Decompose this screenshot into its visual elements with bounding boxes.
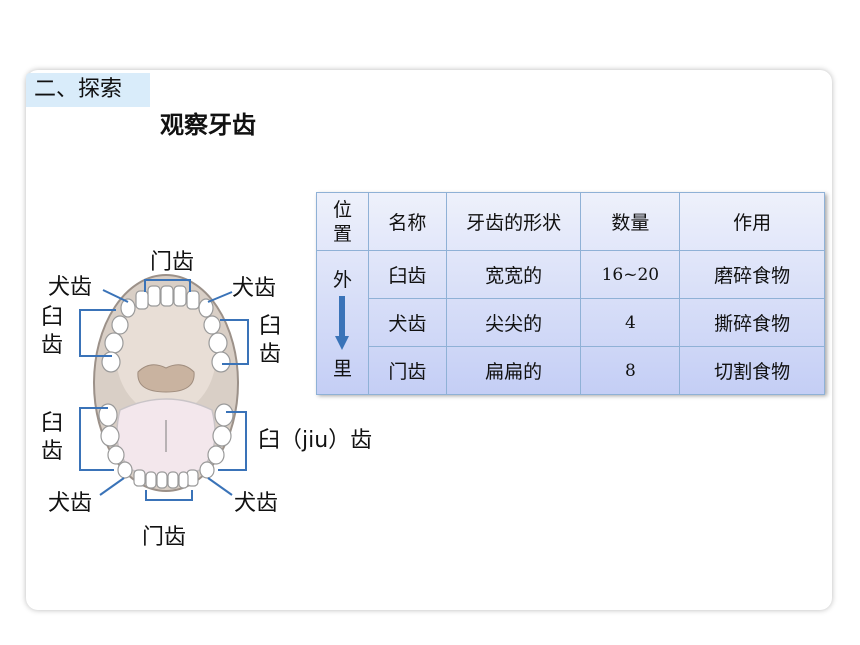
cell-shape: 宽宽的 — [445, 250, 582, 299]
cell-function: 撕碎食物 — [679, 298, 825, 347]
cell-count: 16~20 — [580, 250, 681, 299]
header-shape: 牙齿的形状 — [445, 192, 582, 251]
header-position-char-2: 置 — [332, 222, 352, 245]
label-upper-left-canine: 犬齿 — [48, 275, 93, 300]
label-lower-left-molar: 臼齿 — [40, 411, 63, 464]
upper-teeth — [101, 285, 231, 373]
table-row: 外 里 臼齿 宽宽的 16~20 磨碎食物 — [316, 250, 825, 395]
header-position-char-1: 位 — [332, 198, 352, 221]
label-upper-right-molar: 臼齿 — [258, 314, 281, 367]
header-count: 数量 — [580, 192, 681, 251]
lower-teeth — [98, 403, 234, 489]
cell-name: 门齿 — [367, 346, 447, 395]
cell-count: 4 — [580, 298, 681, 347]
palate — [116, 295, 216, 415]
label-lower-right-canine: 犬齿 — [234, 491, 279, 516]
header-function: 作用 — [679, 192, 825, 251]
teeth-table: 位 置 名称 牙齿的形状 数量 作用 外 里 臼齿 宽宽的 16~20 磨碎食物 — [316, 192, 825, 395]
page-title: 观察牙齿 — [160, 111, 256, 139]
uvula — [137, 364, 195, 393]
position-outer: 外 — [332, 268, 352, 291]
cell-function: 切割食物 — [679, 346, 825, 395]
position-cell: 外 里 — [316, 250, 369, 395]
cell-shape: 扁扁的 — [445, 346, 582, 395]
table-row: 犬齿 尖尖的 4 撕碎食物 — [317, 298, 825, 347]
cell-name: 犬齿 — [367, 298, 447, 347]
header-name: 名称 — [367, 192, 447, 251]
label-upper-right-canine: 犬齿 — [232, 276, 277, 301]
arrow-down-icon — [335, 295, 350, 350]
section-tag: 二、探索 — [26, 73, 150, 107]
table-header-row: 位 置 名称 牙齿的形状 数量 作用 — [316, 192, 825, 251]
table-row: 门齿 扁扁的 8 切割食物 — [317, 346, 825, 395]
position-inner: 里 — [332, 357, 352, 380]
cell-count: 8 — [580, 346, 681, 395]
label-lower-right-molar: 臼（jiu）齿 — [258, 428, 373, 453]
label-upper-incisor: 门齿 — [150, 250, 195, 275]
leader-lines — [79, 279, 249, 501]
label-lower-left-canine: 犬齿 — [48, 491, 93, 516]
header-position: 位 置 — [316, 192, 369, 251]
label-upper-left-molar: 臼齿 — [40, 305, 63, 358]
cell-name: 臼齿 — [367, 250, 447, 299]
label-lower-incisor: 门齿 — [142, 525, 187, 550]
cell-shape: 尖尖的 — [445, 298, 582, 347]
cell-function: 磨碎食物 — [679, 250, 825, 299]
